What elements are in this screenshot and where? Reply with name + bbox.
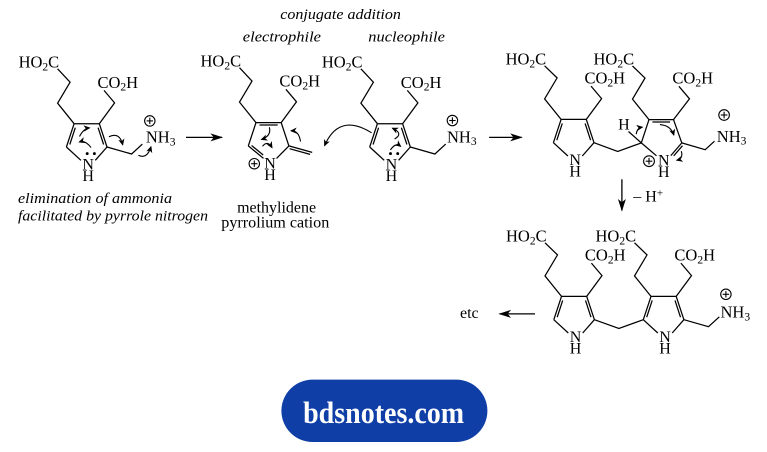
svg-text:nucleophile: nucleophile xyxy=(368,30,445,46)
svg-text:pyrrolium cation: pyrrolium cation xyxy=(221,215,329,232)
svg-text:H: H xyxy=(570,341,582,358)
svg-text:H: H xyxy=(658,164,670,181)
svg-text:CO2H: CO2H xyxy=(585,246,626,267)
svg-text:electrophile: electrophile xyxy=(243,30,322,46)
svg-text:H: H xyxy=(386,168,398,185)
svg-text:N: N xyxy=(386,156,398,173)
svg-text:H: H xyxy=(618,116,630,133)
svg-text:– H+: – H+ xyxy=(632,188,663,206)
svg-text:CO2H: CO2H xyxy=(98,73,139,94)
svg-text:methylidene: methylidene xyxy=(237,200,316,217)
svg-text:CO2H: CO2H xyxy=(401,73,442,94)
svg-text:H: H xyxy=(264,167,276,184)
svg-text:HO2C: HO2C xyxy=(200,51,241,72)
svg-text:bdsnotes.com: bdsnotes.com xyxy=(303,395,464,430)
svg-text:CO2H: CO2H xyxy=(279,72,320,93)
svg-text:HO2C: HO2C xyxy=(595,227,636,248)
svg-text:HO2C: HO2C xyxy=(506,227,547,248)
svg-text:NH3: NH3 xyxy=(447,127,477,148)
svg-text:H: H xyxy=(82,168,94,185)
svg-text:NH3: NH3 xyxy=(146,128,176,149)
svg-text:N: N xyxy=(569,152,581,169)
svg-text:etc: etc xyxy=(460,305,479,322)
svg-text:CO2H: CO2H xyxy=(672,69,713,90)
svg-text:N: N xyxy=(659,329,671,346)
svg-text:N: N xyxy=(82,156,94,173)
svg-text:H: H xyxy=(569,164,581,181)
svg-text:HO2C: HO2C xyxy=(19,53,60,74)
svg-text:facilitated by pyrrole nitroge: facilitated by pyrrole nitrogen xyxy=(18,209,208,225)
svg-text:elimination of ammonia: elimination of ammonia xyxy=(18,191,172,207)
svg-text:N: N xyxy=(658,152,670,169)
svg-text:CO2H: CO2H xyxy=(585,69,626,90)
svg-text:conjugate addition: conjugate addition xyxy=(280,7,401,23)
svg-text:HO2C: HO2C xyxy=(506,50,547,71)
svg-text:NH3: NH3 xyxy=(717,127,747,148)
svg-text:NH3: NH3 xyxy=(721,303,751,324)
svg-text:H: H xyxy=(659,341,671,358)
svg-text:HO2C: HO2C xyxy=(593,50,634,71)
svg-text:CO2H: CO2H xyxy=(674,246,715,267)
svg-text:HO2C: HO2C xyxy=(322,53,363,74)
svg-text:N: N xyxy=(264,155,276,172)
svg-text:N: N xyxy=(570,329,582,346)
